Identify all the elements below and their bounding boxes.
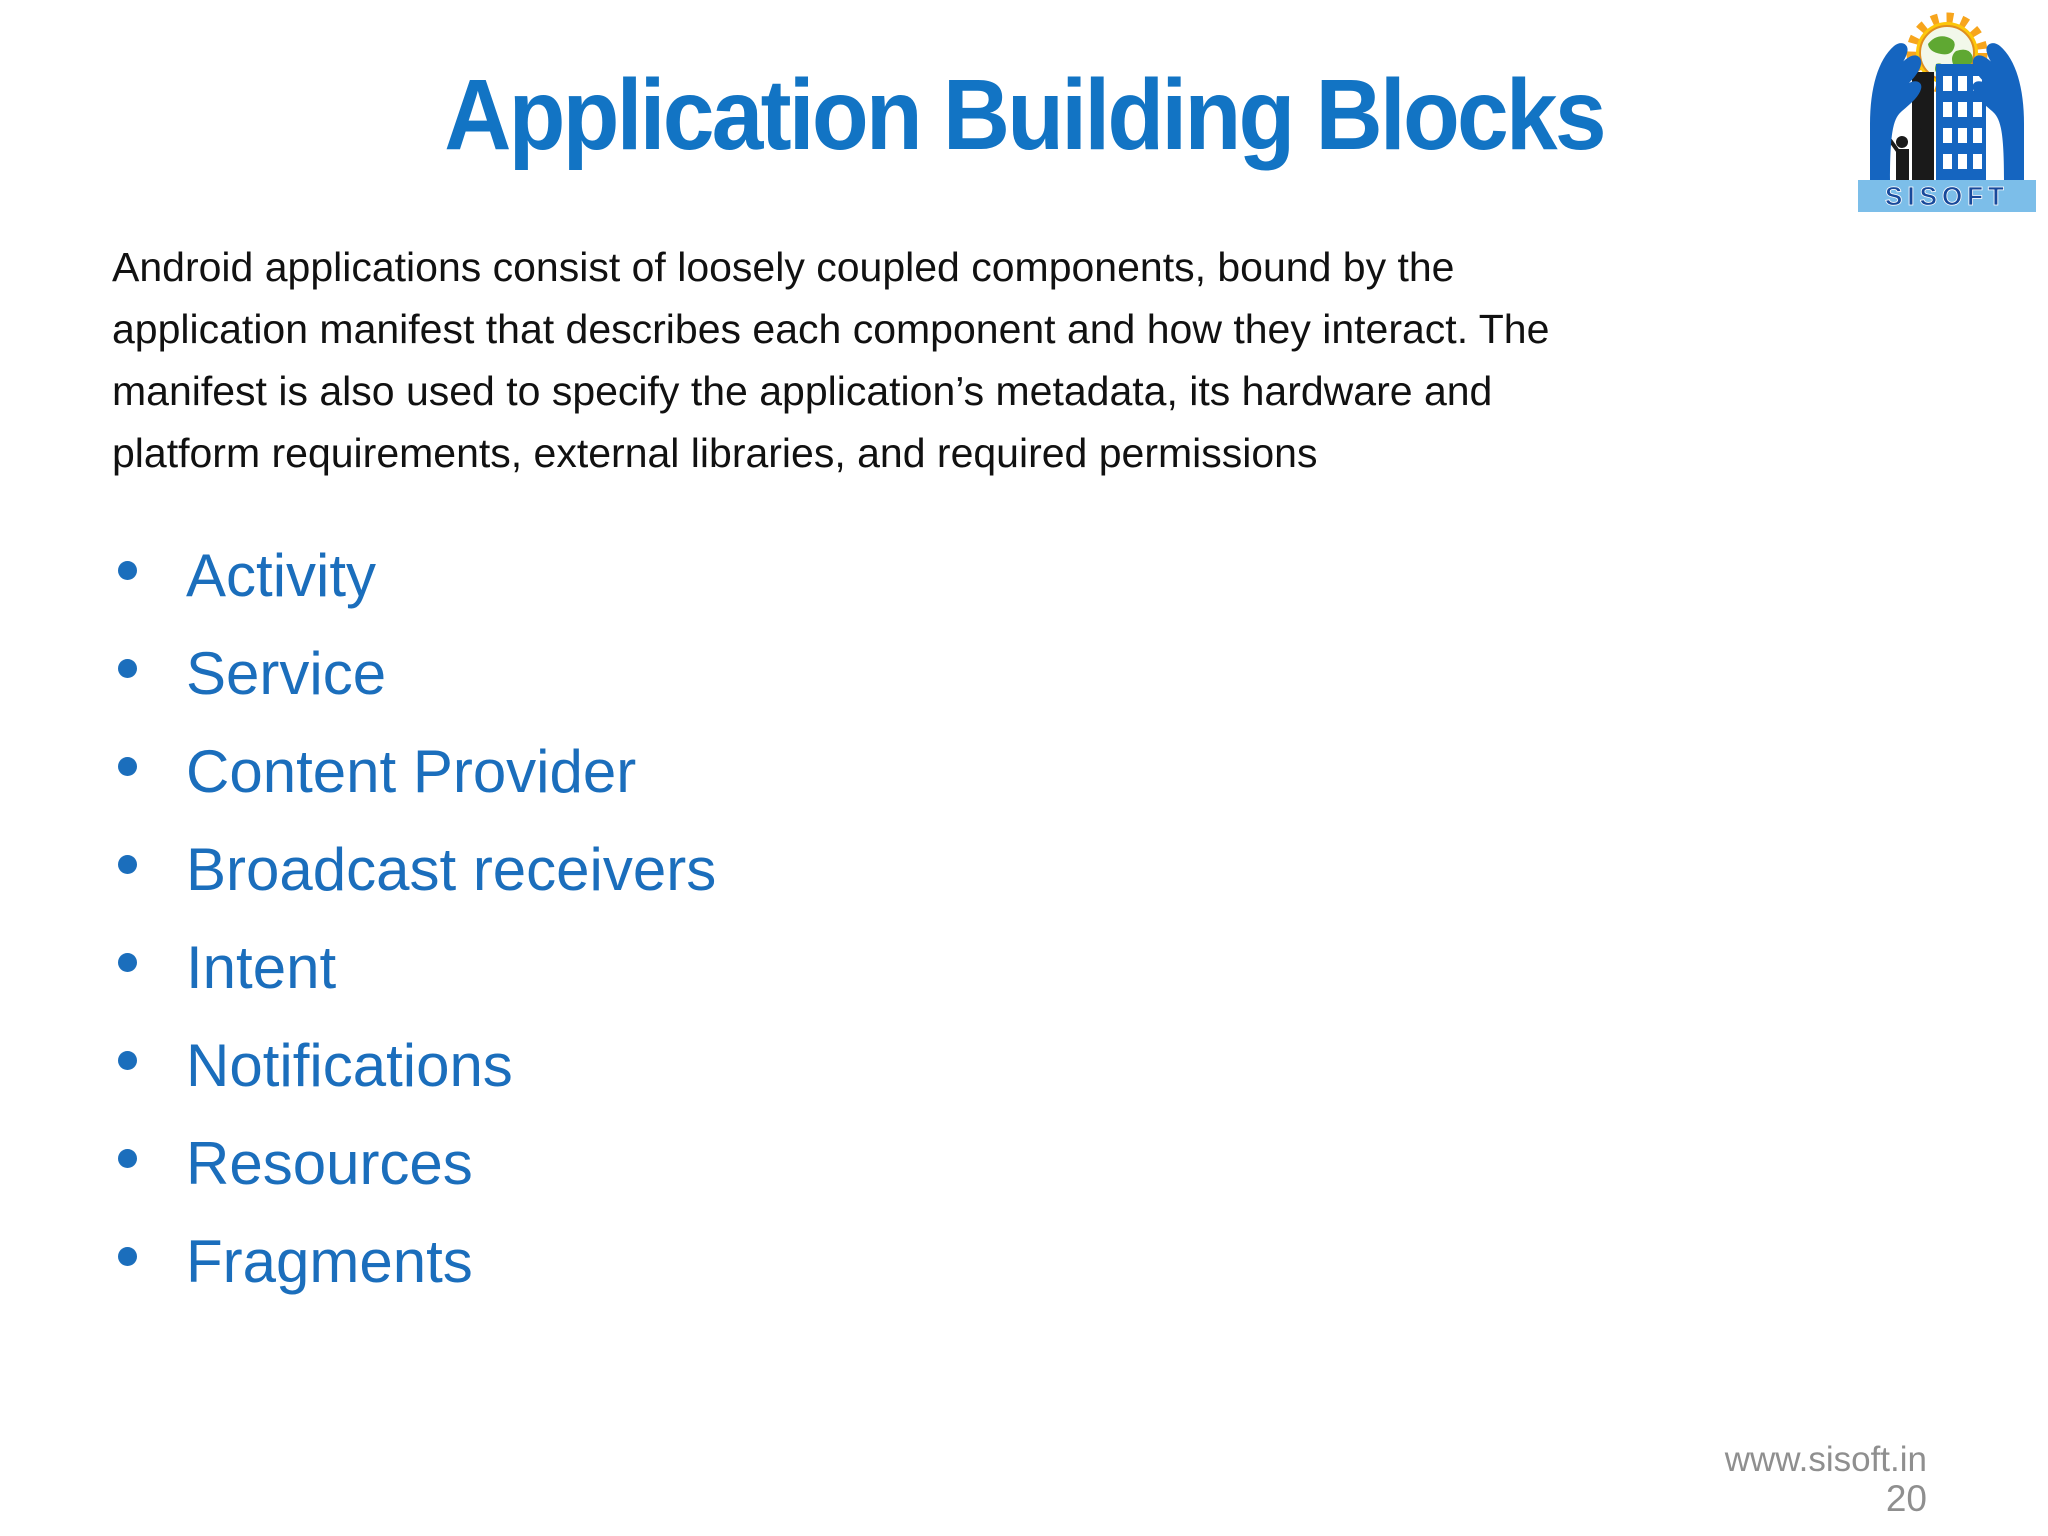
hands-icon (1870, 43, 2024, 181)
bullet-icon (118, 560, 137, 580)
list-item-label: Content Provider (186, 737, 637, 805)
list-item-label: Activity (186, 541, 377, 609)
list-item: Resources (108, 1128, 716, 1198)
sisoft-logo-graphic: SISOFT (1858, 12, 2036, 212)
list-item: Broadcast receivers (108, 834, 716, 904)
list-item-label: Service (186, 639, 387, 707)
logo-banner: SISOFT (1858, 180, 2036, 212)
list-item-label: Fragments (186, 1227, 473, 1295)
list-item: Notifications (108, 1030, 716, 1100)
bullet-icon (118, 854, 137, 874)
list-item: Service (108, 638, 716, 708)
list-item: Fragments (108, 1226, 716, 1296)
list-item: Activity (108, 540, 716, 610)
footer-website: www.sisoft.in (1724, 1440, 1927, 1479)
list-item-label: Resources (186, 1129, 473, 1197)
building-icon (1912, 64, 1986, 180)
list-item-label: Notifications (186, 1031, 513, 1099)
intro-paragraph: Android applications consist of loosely … (112, 244, 1550, 476)
slide-title: Application Building Blocks (444, 59, 1606, 171)
list-item: Intent (108, 932, 716, 1002)
people-icon (1888, 128, 1930, 180)
bullet-icon (118, 1050, 137, 1070)
list-item-label: Intent (186, 933, 337, 1001)
list-item-label: Broadcast receivers (186, 835, 717, 903)
logo-text: SISOFT (1885, 181, 2009, 211)
sisoft-logo: SISOFT (1856, 6, 2038, 214)
bullet-icon (118, 658, 137, 678)
list-item: Content Provider (108, 736, 716, 806)
slide-footer: www.sisoft.in 20 (1725, 1441, 1927, 1519)
bullet-icon (118, 1246, 137, 1266)
page-number: 20 (1885, 1478, 1927, 1519)
bullet-icon (118, 952, 137, 972)
bullet-icon (118, 756, 137, 776)
bullet-icon (118, 1148, 137, 1168)
